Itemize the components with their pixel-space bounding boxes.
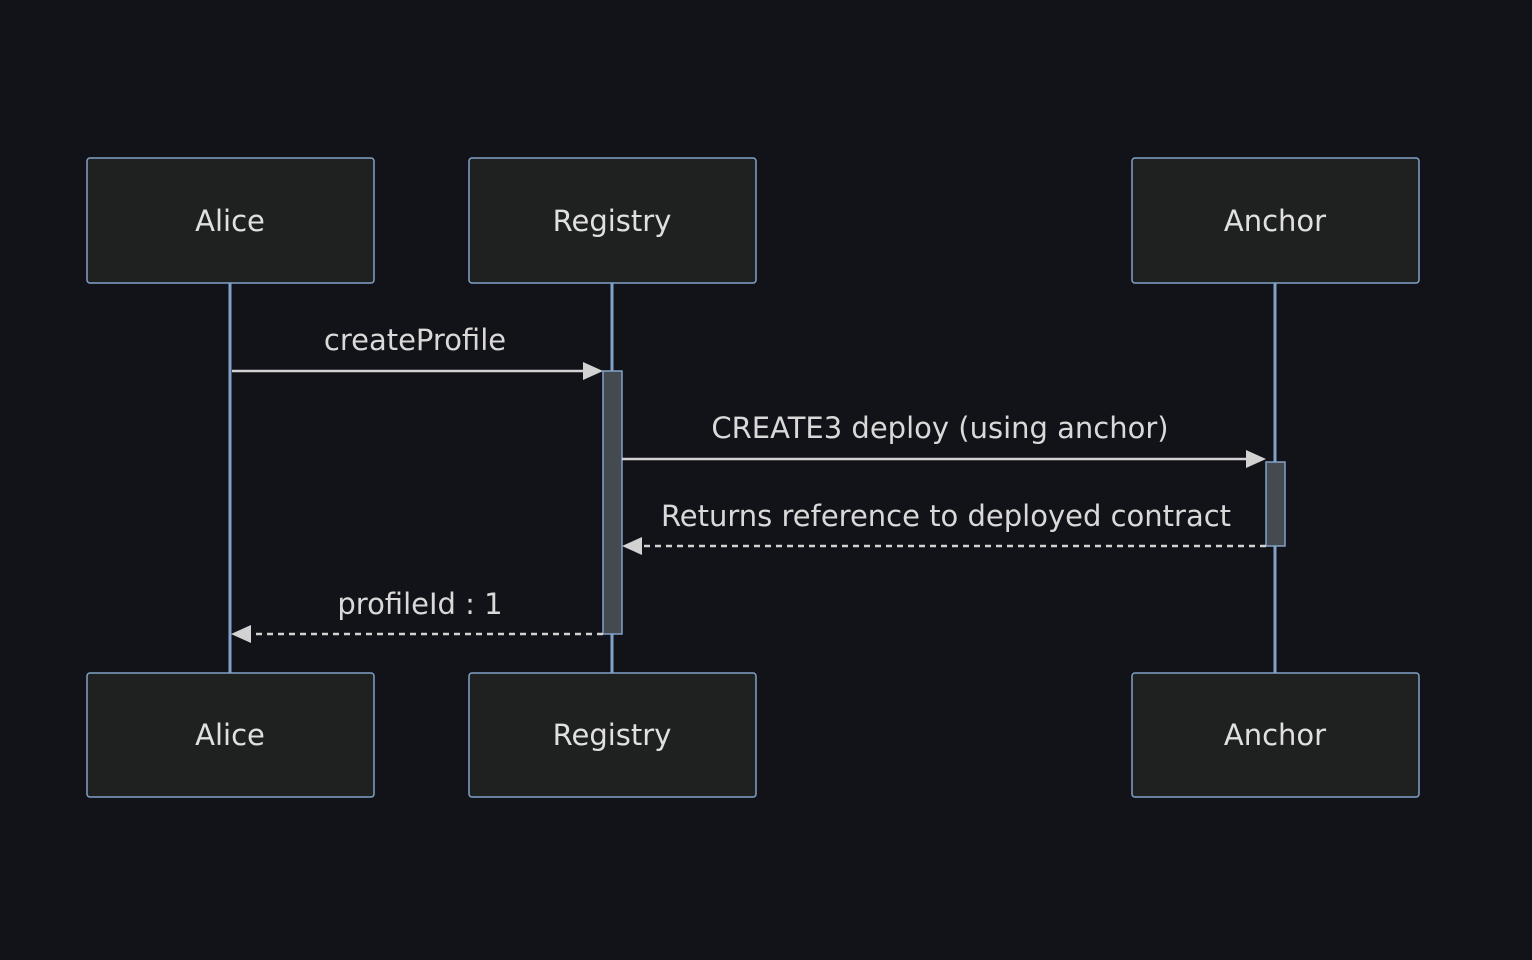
activation-registry <box>602 370 623 635</box>
message-create3-deploy: CREATE3 deploy (using anchor) <box>622 411 1266 468</box>
participant-label: Anchor <box>1224 204 1326 238</box>
arrowhead-icon <box>1246 450 1266 468</box>
participant-bottom-alice: Alice <box>86 672 375 798</box>
arrowhead-icon <box>583 362 603 380</box>
participant-label: Alice <box>195 718 265 752</box>
message-label: Returns reference to deployed contract <box>661 499 1231 533</box>
participant-top-alice: Alice <box>86 157 375 284</box>
participant-label: Anchor <box>1224 718 1326 752</box>
arrowhead-icon <box>622 537 642 555</box>
participant-bottom-registry: Registry <box>468 672 757 798</box>
message-label: createProfile <box>324 323 506 357</box>
participant-top-anchor: Anchor <box>1131 157 1420 284</box>
activation-anchor <box>1265 461 1286 547</box>
message-label: profileId : 1 <box>337 587 502 621</box>
participant-label: Registry <box>553 204 672 238</box>
arrowhead-icon <box>231 625 251 643</box>
message-profile-id: profileId : 1 <box>231 587 603 643</box>
participant-top-registry: Registry <box>468 157 757 284</box>
participant-bottom-anchor: Anchor <box>1131 672 1420 798</box>
message-label: CREATE3 deploy (using anchor) <box>711 411 1168 445</box>
message-returns-reference: Returns reference to deployed contract <box>622 499 1266 555</box>
participant-label: Alice <box>195 204 265 238</box>
participant-label: Registry <box>553 718 672 752</box>
message-create-profile: createProfile <box>232 323 603 380</box>
